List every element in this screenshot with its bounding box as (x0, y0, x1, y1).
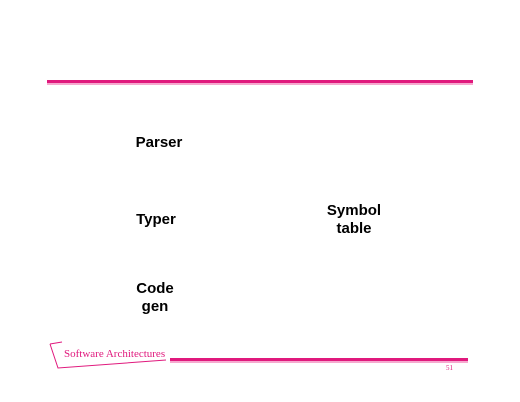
code-gen-label-line2: gen (141, 298, 169, 315)
footer-title: Software Architectures (64, 348, 166, 360)
footer-rule (170, 358, 468, 361)
title-rule-shadow (47, 83, 473, 85)
parser-label: Parser (135, 134, 183, 151)
symbol-table-label-line1: Symbol (326, 202, 382, 219)
footer-rule-shadow (170, 361, 468, 363)
symbol-table-label-line2: table (336, 220, 372, 237)
parser-node: Parser (124, 134, 194, 152)
code-gen-node: Code gen (126, 280, 184, 316)
code-gen-label-line1: Code (136, 280, 174, 297)
title-rule (47, 80, 473, 83)
typer-label: Typer (136, 211, 176, 228)
typer-node: Typer (124, 211, 188, 229)
footer-logo-icon (49, 341, 167, 369)
page-number: 51 (446, 364, 453, 372)
symbol-table-node: Symbol table (318, 202, 390, 238)
